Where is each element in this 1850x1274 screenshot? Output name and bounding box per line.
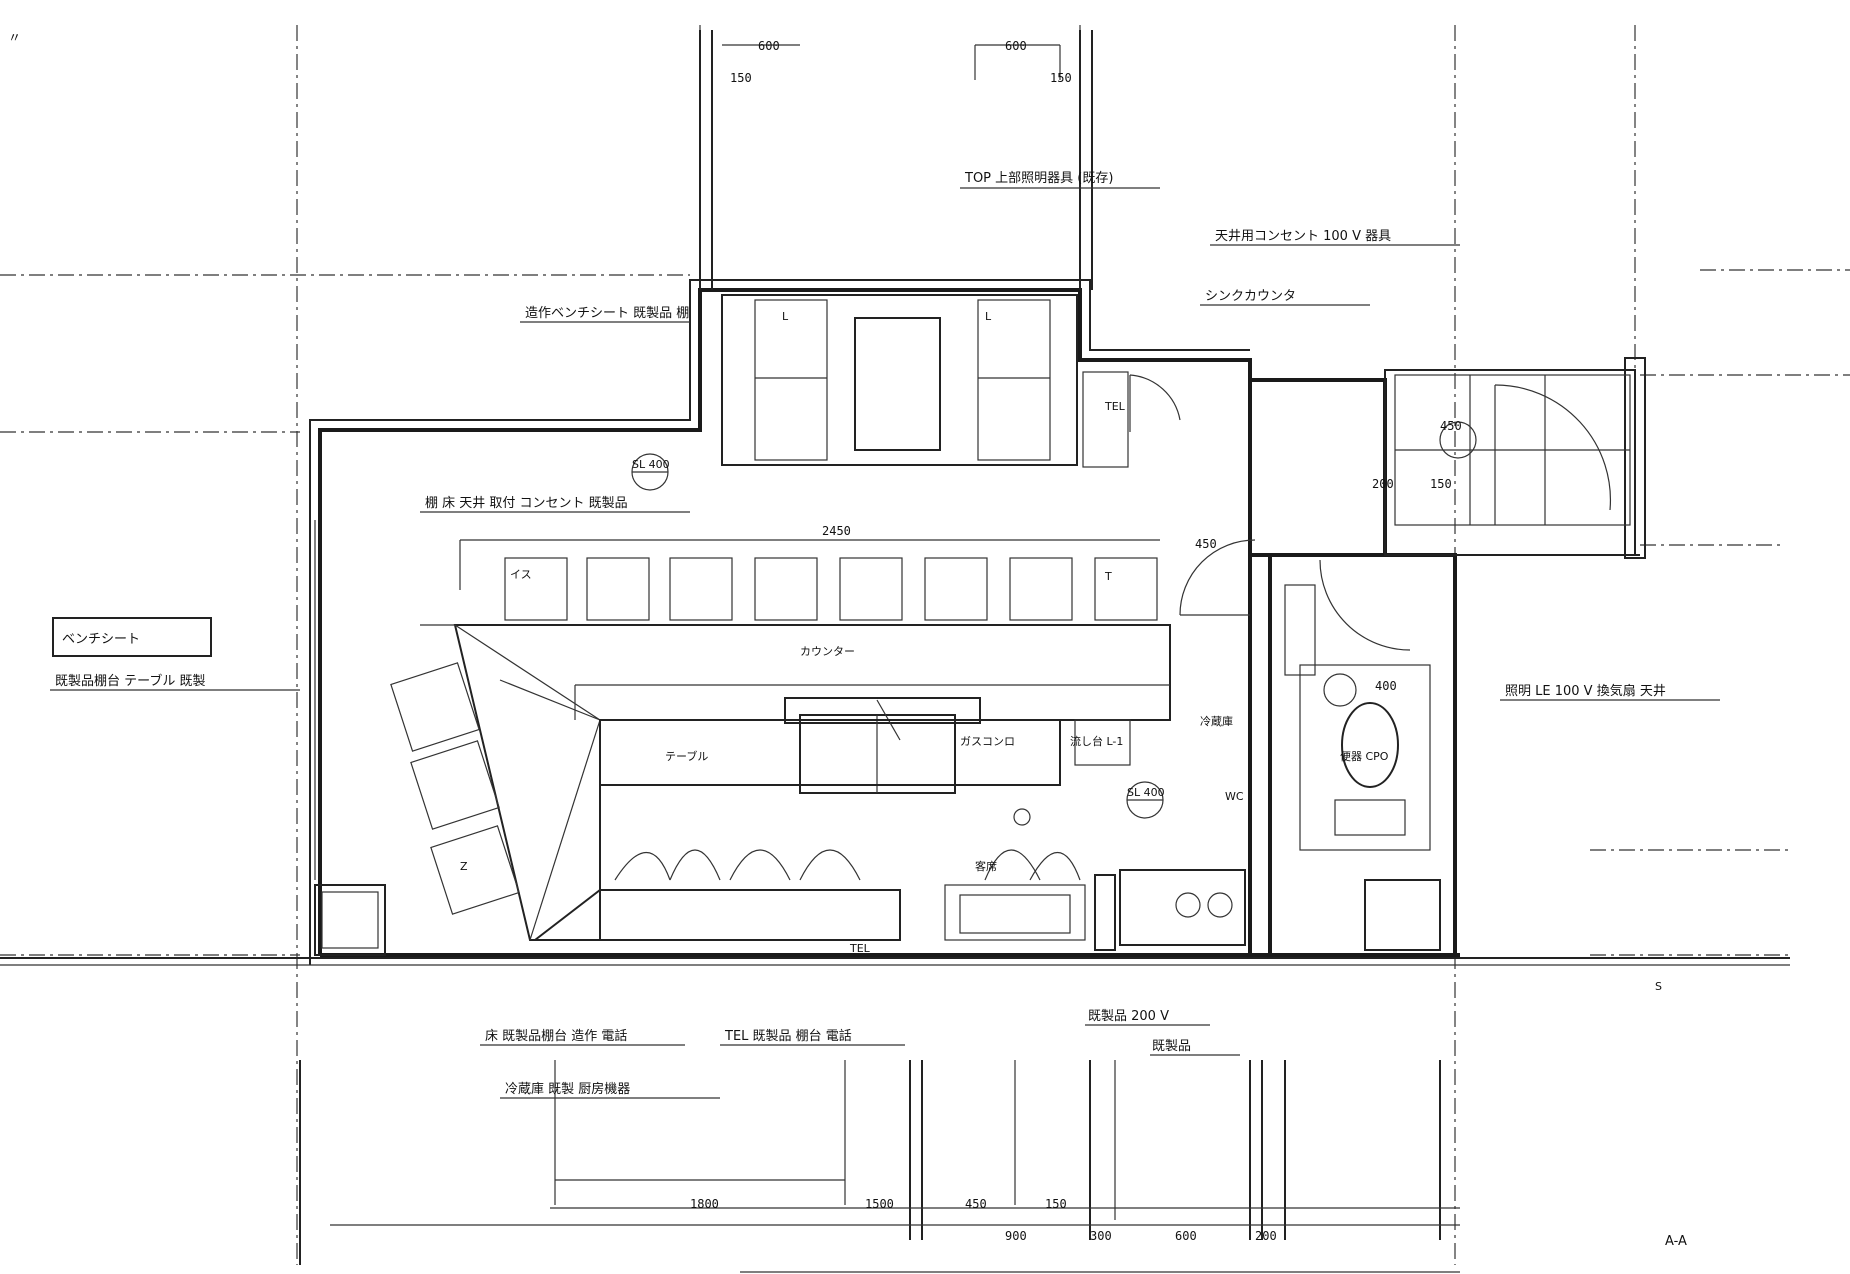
sl-symbol-2: SL 400 bbox=[1127, 786, 1165, 799]
upper-booth bbox=[721, 294, 1181, 468]
sink-label-3: 冷蔵庫 bbox=[1200, 714, 1233, 728]
bottom-note-4: 既製品 200 V bbox=[1088, 1009, 1169, 1024]
top-right-note-1: 天井用コンセント 100 V 器具 bbox=[1215, 229, 1391, 244]
counter bbox=[453, 539, 1256, 951]
misc-mark-4: Z bbox=[460, 860, 468, 873]
toilet-label: 便器 CPO bbox=[1340, 750, 1389, 763]
top-center-note: TOP 上部照明器具 (既存) bbox=[964, 171, 1113, 186]
sink-label-1: 流し台 L-1 bbox=[1070, 734, 1123, 748]
dim-bottom-2: 1500 bbox=[865, 1197, 894, 1211]
dim-bottom-3: 450 bbox=[965, 1197, 987, 1211]
dim-top-1: 600 bbox=[758, 39, 780, 53]
left-note: 既製品棚台 テーブル 既製 bbox=[55, 673, 206, 689]
tel-label-bottom: TEL bbox=[849, 942, 871, 955]
table-label: テーブル bbox=[665, 749, 708, 763]
leader-lines bbox=[50, 187, 1720, 1099]
walls bbox=[0, 30, 1790, 966]
dim-right-room-1: 400 bbox=[1375, 679, 1397, 693]
left-box-label: ベンチシート bbox=[62, 632, 140, 647]
tel-label-top: TEL bbox=[1104, 400, 1126, 413]
text-labels: TOP 上部照明器具 (既存) 天井用コンセント 100 V 器具 シンクカウン… bbox=[8, 31, 1687, 1249]
misc-mark-5: S bbox=[1655, 980, 1662, 993]
misc-mark-1: L bbox=[782, 310, 789, 323]
left-top-note: 棚 床 天井 取付 コンセント 既製品 bbox=[425, 496, 628, 511]
upper-left-seat-note: 造作ベンチシート 既製品 棚 bbox=[525, 306, 689, 321]
dim-bottom-7: 600 bbox=[1175, 1229, 1197, 1243]
dim-mid: 2450 bbox=[822, 524, 851, 538]
chair-label: イス bbox=[510, 568, 532, 581]
counter-label: カウンター bbox=[800, 645, 855, 658]
dim-bottom-8: 200 bbox=[1255, 1229, 1277, 1243]
grid-lines bbox=[0, 25, 1850, 1265]
room-label: 客席 bbox=[975, 859, 997, 873]
sl-symbols bbox=[631, 453, 1164, 819]
top-right-note-2: シンクカウンタ bbox=[1205, 289, 1296, 304]
dim-bottom-5: 150 bbox=[1045, 1197, 1067, 1211]
dim-right-room-3: 200 bbox=[1372, 477, 1394, 491]
wc-label: WC bbox=[1225, 790, 1244, 803]
bottom-structure bbox=[299, 1060, 1460, 1273]
dim-top-3: 150 bbox=[730, 71, 752, 85]
dim-top-4: 150 bbox=[1050, 71, 1072, 85]
dim-right-room-2: 450 bbox=[1440, 419, 1462, 433]
dim-450: 450 bbox=[1195, 537, 1217, 551]
dim-top-2: 600 bbox=[1005, 39, 1027, 53]
dim-bottom-6: 300 bbox=[1090, 1229, 1112, 1243]
misc-mark-3: T bbox=[1104, 570, 1112, 583]
corner-mark: 〃 bbox=[8, 31, 21, 46]
right-note: 照明 LE 100 V 換気扇 天井 bbox=[1505, 683, 1666, 699]
bottom-note-5: 既製品 bbox=[1152, 1039, 1191, 1054]
left-seats bbox=[314, 520, 520, 956]
dim-bottom-4: 900 bbox=[1005, 1229, 1027, 1243]
wc-block bbox=[1284, 374, 1631, 951]
dim-right-room-4: 150 bbox=[1430, 477, 1452, 491]
bottom-note-1: 床 既製品棚台 造作 電話 bbox=[485, 1028, 627, 1044]
sl-symbol-1: SL 400 bbox=[632, 458, 670, 471]
dim-bottom-1: 1800 bbox=[690, 1197, 719, 1211]
misc-mark-2: L bbox=[985, 310, 992, 323]
bottom-note-2: TEL 既製品 棚台 電話 bbox=[724, 1028, 852, 1044]
left-label-box bbox=[52, 617, 212, 657]
stool-row bbox=[459, 539, 1160, 621]
sink-label-2: ガスコンロ bbox=[960, 735, 1015, 748]
bottom-note-3: 冷蔵庫 既製 厨房機器 bbox=[505, 1081, 630, 1097]
bottom-right-mark: A-A bbox=[1665, 1234, 1687, 1249]
